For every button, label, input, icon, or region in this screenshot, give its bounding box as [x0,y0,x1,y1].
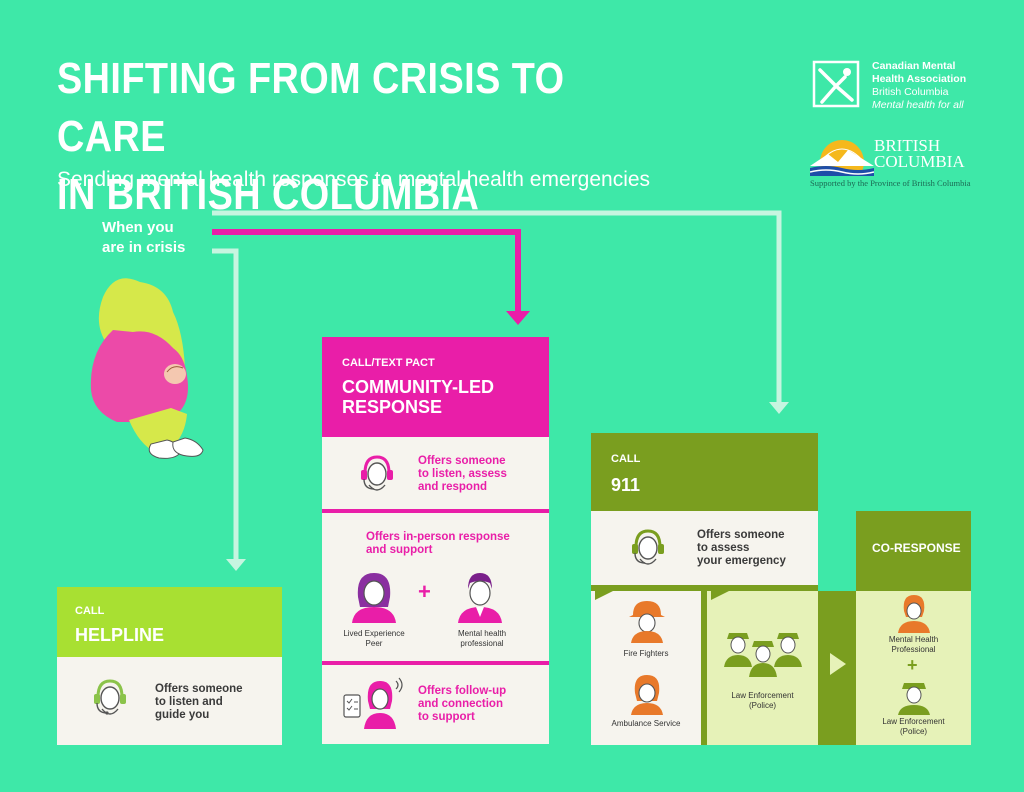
peer-person-icon [352,573,396,623]
checklist-person-icon [343,677,403,729]
headset-person-icon [361,455,393,491]
helpline-card: CALL HELPLINE Offers someone to listen a… [57,587,282,745]
headset-person-icon [94,679,126,715]
plus-sign: + [907,655,918,675]
paramedic-icon [631,675,663,715]
emergency-services-column: Fire Fighters Ambulance Service [591,591,701,745]
call-911-card: CALL 911 Offers someone to assess your e… [591,433,818,745]
chevron-right-icon [830,653,846,675]
pact-section-followup: Offers follow-up and connection to suppo… [322,665,549,744]
pact-card: CALL/TEXT PACT COMMUNITY-LED RESPONSE Of… [322,337,549,744]
page-title: SHIFTING FROM CRISIS TO CARE IN BRITISH … [57,54,565,219]
pact-section-listen: Offers someone to listen, assess and res… [322,437,549,509]
police-column: Law Enforcement (Police) [707,591,818,745]
call-911-assess: Offers someone to assess your emergency [591,511,818,585]
co-response-card: CO-RESPONSE Mental Health Professional +… [856,511,971,745]
call-911-header: CALL 911 [591,433,818,511]
mental-health-professional-icon [898,595,930,633]
police-officer-icon [898,683,930,715]
helpline-body: Offers someone to listen and guide you [57,657,282,745]
firefighter-icon [629,601,665,643]
page-subtitle: Sending mental health responses to menta… [57,168,651,191]
police-group-icon [724,633,802,677]
crisis-label: When you are in crisis [102,219,186,256]
pact-header: CALL/TEXT PACT COMMUNITY-LED RESPONSE [322,337,549,437]
helpline-header: CALL HELPLINE [57,587,282,657]
person-in-crisis-illustration [90,278,204,459]
pact-section-inperson: Offers in-person response and support + … [322,513,549,661]
headset-person-icon [632,529,664,565]
plus-sign: + [418,579,431,604]
arrow-to-pact [212,229,521,314]
bc-logo: BRITISH COLUMBIA Supported by the Provin… [810,132,1000,192]
co-response-body: Mental Health Professional + Law Enforce… [856,591,971,745]
co-response-header: CO-RESPONSE [856,511,971,591]
co-response-connector [818,591,856,745]
professional-person-icon [458,573,502,623]
sunrise-mountain-icon [810,140,874,176]
cmha-logo: Canadian Mental Health Association Briti… [812,60,1012,111]
cmha-figure-icon [812,60,860,108]
